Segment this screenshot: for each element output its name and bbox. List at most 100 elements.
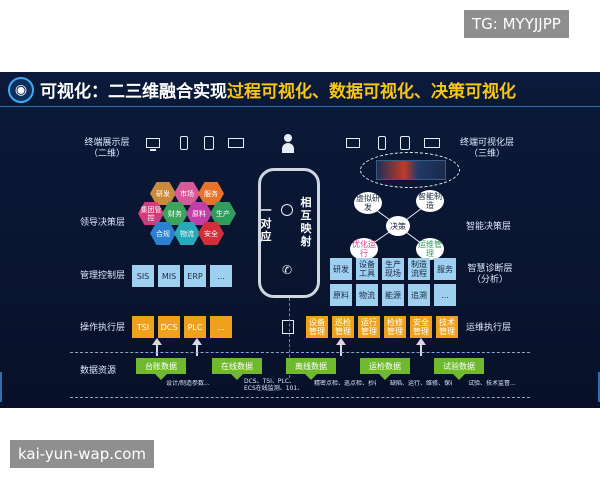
diag-cell-1-3: 追溯	[408, 284, 430, 306]
arrow-left-1	[192, 338, 202, 356]
data-detail-test: 试验、技术监督...	[468, 380, 516, 387]
mgmt-erp: ERP	[184, 265, 206, 287]
hex-material: 原料	[186, 202, 212, 225]
om-operation: 运行管理	[358, 316, 380, 338]
dashboard-ellipse	[360, 152, 460, 188]
corner-accent-left	[0, 372, 8, 402]
diag-cell-0-0: 研发	[330, 258, 352, 280]
diag-cell-1-0: 原料	[330, 284, 352, 306]
laptop-icon	[228, 138, 244, 148]
label-terminal-2d-text: 终端展示层	[84, 138, 130, 148]
hex-compliance: 合规	[150, 222, 176, 245]
decision-node-om: 运维管理	[416, 238, 444, 260]
label-smart-diag-text: 智慧诊断层	[467, 264, 513, 274]
label-terminal-3d-text: 终端可视化层	[459, 138, 514, 148]
center-dashed-line	[289, 298, 290, 378]
hex-logistics: 物流	[174, 222, 200, 245]
label-terminal-2d-sub: （二维）	[88, 149, 125, 159]
ops-dcs: DCS	[158, 316, 180, 338]
label-smart-diag-sub: （分析）	[471, 275, 508, 285]
data-source-band	[70, 352, 530, 398]
center-loop	[258, 168, 320, 298]
center-left-text: 一对应	[260, 204, 272, 243]
data-source-online: 在线数据	[212, 358, 262, 380]
diag-cell-1-4: ...	[434, 284, 456, 306]
label-ops: 操作执行层	[80, 323, 126, 333]
diag-cell-1-2: 能源	[382, 284, 404, 306]
ops-more: ...	[210, 316, 232, 338]
title-part2: 过程可视化、数据可视化、决策可视化	[227, 82, 516, 102]
building-icon	[282, 320, 294, 334]
decision-center: 决策	[386, 216, 410, 236]
watermark-top-right: TG: MYYJJPP	[464, 10, 569, 38]
hex-rd: 研发	[150, 182, 176, 205]
diag-cell-0-2: 生产现场	[382, 258, 404, 280]
decision-node-mfg: 智能制造	[416, 190, 444, 212]
laptop-3d-icon	[424, 138, 440, 148]
arrow-left-2	[152, 338, 162, 356]
label-smart-diag: 智慧诊断层 （分析）	[460, 264, 520, 286]
om-technical: 技术管理	[436, 316, 458, 338]
hex-group: 集团管控	[138, 202, 164, 225]
tablet-3d-icon	[400, 136, 410, 150]
person-icon	[282, 134, 294, 154]
title-bar: ◉ 可视化：二三维融合实现过程可视化、数据可视化、决策可视化	[0, 72, 600, 108]
data-source-ledger: 台账数据	[136, 358, 186, 380]
om-equipment: 设备管理	[306, 316, 328, 338]
label-mgmt: 管理控制层	[80, 271, 126, 281]
arrow-right-1	[336, 338, 346, 356]
hex-market: 市场	[174, 182, 200, 205]
label-terminal-3d-sub: （三维）	[468, 149, 505, 159]
monitor-stand	[150, 149, 156, 151]
phone-3d-icon	[378, 136, 386, 150]
label-ops-mgmt: 运维执行层	[466, 323, 512, 333]
label-leader: 领导决策层	[80, 218, 126, 228]
data-source-offline: 离线数据	[286, 358, 336, 380]
data-detail-online: DCS、TSI、PLC、ECS在线监测、101、102...	[244, 378, 304, 392]
logo-icon: ◉	[8, 77, 34, 103]
data-source-om: 运检数据	[360, 358, 410, 380]
title-part1: 可视化：二三维融合实现	[40, 82, 227, 102]
diag-cell-0-3: 制造流程	[408, 258, 430, 280]
decision-node-rd: 虚拟研发	[354, 192, 382, 214]
diag-cell-1-1: 物流	[356, 284, 378, 306]
label-terminal-2d: 终端展示层 （二维）	[76, 138, 138, 160]
decision-node-opt: 优化运行	[350, 238, 378, 260]
page-title: 可视化：二三维融合实现过程可视化、数据可视化、决策可视化	[40, 74, 516, 110]
dashboard-screens	[376, 160, 446, 180]
center-right-text: 相互映射	[300, 196, 312, 248]
hex-finance: 财务	[162, 202, 188, 225]
hex-production: 生产	[210, 202, 236, 225]
hex-cluster: 研发 市场 服务 集团管控 财务 原料 生产 合规 物流 安全	[138, 182, 244, 264]
label-data-source: 数据资源	[80, 366, 117, 376]
mgmt-more: ...	[210, 265, 232, 287]
tablet-icon	[204, 136, 214, 150]
ops-tsi: TSI	[132, 316, 154, 338]
diag-cell-0-1: 设备工具	[356, 258, 378, 280]
hex-service: 服务	[198, 182, 224, 205]
watermark-bottom-left: kai-yun-wap.com	[10, 440, 155, 468]
corner-accent-right	[592, 372, 600, 402]
data-source-test: 试验数据	[434, 358, 484, 380]
label-terminal-3d: 终端可视化层 （三维）	[452, 138, 522, 160]
om-inspection: 巡检管理	[332, 316, 354, 338]
hex-safety: 安全	[198, 222, 224, 245]
monitor-3d-icon	[346, 138, 360, 148]
data-detail-om: 缺陷、运行、维修、保养...	[390, 380, 452, 387]
om-maintenance: 检修管理	[384, 316, 406, 338]
mgmt-sis: SIS	[132, 265, 154, 287]
clock-icon	[281, 204, 293, 216]
diag-cell-0-4: 服务	[434, 258, 456, 280]
data-detail-ledger: 设计/制造参数...	[166, 380, 210, 387]
mgmt-mis: MIS	[158, 265, 180, 287]
label-smart-decision: 智能决策层	[466, 222, 512, 232]
diagram-slide: ◉ 可视化：二三维融合实现过程可视化、数据可视化、决策可视化 终端展示层 （二维…	[0, 72, 600, 408]
phone-icon	[180, 136, 188, 150]
data-detail-offline: 精密点检、巡点检、抄表...	[314, 380, 376, 387]
ops-plc: PLC	[184, 316, 206, 338]
om-safety: 安全管理	[410, 316, 432, 338]
arrow-right-2	[416, 338, 426, 356]
decision-diagram: 决策 虚拟研发 智能制造 优化运行 运维管理	[346, 190, 450, 262]
title-underline	[0, 106, 600, 107]
phone-handset-icon: ✆	[282, 263, 293, 277]
